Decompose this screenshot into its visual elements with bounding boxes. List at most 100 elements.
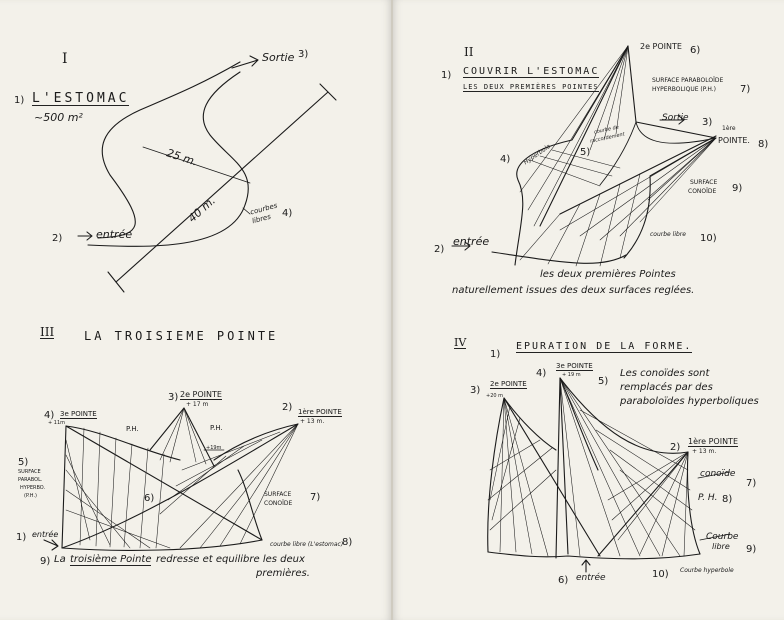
panel2-label-1: 1) (441, 70, 452, 81)
panel3-top-edge (65, 425, 181, 461)
panel1-plan-drawing (77, 55, 337, 293)
panel4-right-edge (686, 451, 701, 555)
panel4-note-line3: paraboloïdes hyperboliques (620, 396, 759, 407)
panel3-ruling-lines (65, 407, 299, 549)
panel4-courbe-line1: Courbe (706, 532, 739, 542)
panel4-entree: entrée (576, 573, 606, 583)
panel2-label-6: 6) (690, 45, 701, 56)
panel3-roman-numeral: III (40, 325, 55, 339)
panel4-title: EPURATION DE LA FORME. (516, 341, 693, 353)
panel4-pointe-1: 1ère POINTE (688, 437, 738, 447)
panel2-label-7: 7) (740, 84, 751, 95)
panel2-label-8: 8) (758, 139, 769, 150)
panel4-ridge-cross-2 (597, 451, 689, 557)
panel3-surface-ph-line2: PARABOL. (18, 477, 43, 483)
panel3-label-4: 4) (44, 410, 55, 421)
panel2-base-curve (491, 251, 627, 264)
panel2-label-5: 5) (580, 147, 591, 158)
panel4-label-4: 4) (536, 368, 547, 379)
panel1-entree: entrée (96, 228, 133, 241)
panel4-note-line2: remplacés par des (620, 382, 713, 393)
panel2-label-3: 3) (702, 117, 713, 128)
panel4-ridge-cross (503, 397, 601, 557)
panel1-label-4: 4) (282, 208, 293, 219)
panel3-label-9: 9) (40, 556, 51, 567)
panel2-ruling-lines (519, 45, 717, 267)
panel2-ph-line2: HYPERBOLIQUE (P.H.) (652, 86, 716, 93)
panel2-roman-numeral: II (464, 45, 474, 59)
panel2-sortie: Sortie (662, 113, 689, 123)
panel3-caption-1b: troisième Pointe (70, 554, 152, 566)
right-page (392, 0, 784, 620)
panel4-pointe-1-height: + 13 m. (692, 448, 717, 455)
panel3-pointe-2: 2e POINTE (180, 390, 222, 400)
panel4-label-1: 1) (490, 349, 501, 360)
panel2-hyperbola-curve (599, 121, 717, 186)
panel2-pointe-1-line2: POINTE. (718, 136, 750, 145)
panel3-conoide-line2: CONOÏDE (264, 500, 293, 507)
panel3-left-edge (61, 425, 67, 549)
panel2-courbe-libre: courbe libre (650, 231, 686, 238)
panel4-label-10: 10) (652, 569, 669, 580)
panel3-pointe-3-height: + 11m (48, 420, 66, 426)
panel3-label-8: 8) (342, 537, 353, 548)
panel3-label-5: 5) (18, 457, 29, 468)
panel3-height-19: +19m (206, 445, 222, 451)
panel2-subtitle: LES DEUX PREMIÈRES POINTES (463, 83, 599, 92)
panel3-title: LA TROISIEME POINTE (84, 329, 279, 343)
panel2-ridge-line-2 (559, 135, 717, 215)
panel3-entree-arrow (43, 539, 59, 551)
panel2-outer-edge (514, 45, 717, 266)
panel3-ph-label-2: P.H. (210, 424, 223, 432)
panel1-label-2: 2) (52, 233, 63, 244)
panel3-conoid-side (237, 469, 263, 541)
panel3-label-1: 1) (16, 532, 27, 543)
panel3-pointe-2-height: + 17 m (186, 401, 209, 408)
panel3-ridge-diag (61, 423, 299, 549)
panel2-ph-line1: SURFACE PARABOLOÏDE (652, 77, 724, 84)
panel3-shell-drawing (43, 407, 299, 551)
panel3-caption-2: premières. (256, 568, 310, 579)
panel1-diagonal-tick-b (319, 83, 337, 101)
panel4-entree-arrow (581, 559, 591, 573)
panel1-diagonal-tick-a (107, 271, 125, 293)
panel4-pointe-3-height: + 19 m (562, 372, 581, 378)
panel2-ridge-line (539, 45, 629, 227)
panel4-ruling-lines (487, 377, 696, 557)
panel2-pointe-1-line1: 1ère (722, 125, 736, 132)
panel3-label-2: 2) (282, 402, 293, 413)
panel4-strike-courbe (699, 533, 731, 541)
panel3-entree: entrée (32, 530, 59, 539)
panel4-courbe-hyperbole: Courbe hyperbole (680, 567, 734, 574)
panel2-title: COUVRIR L'ESTOMAC (463, 66, 600, 78)
panel1-sortie-arrow (231, 55, 259, 69)
panel4-label-7: 7) (746, 478, 757, 489)
panel4-label-8: 8) (722, 494, 733, 505)
panel4-label-6: 6) (558, 575, 569, 586)
panel3-right-arm (213, 423, 299, 461)
panel2-conoide-line2: CONOÏDE (688, 188, 717, 195)
panel1-dim-25 (142, 146, 251, 184)
panel1-entree-arrow (77, 231, 93, 241)
panel3-surface-ph-line1: SURFACE (18, 469, 41, 475)
panel4-center-mast (555, 377, 569, 559)
panel2-caption-1: les deux premières Pointes (540, 269, 676, 280)
panel2-label-4: 4) (500, 154, 511, 165)
panel1-free-curve-pointer (242, 207, 251, 215)
panel2-sortie-arrow (659, 115, 685, 125)
panel4-base (487, 551, 701, 560)
panel1-roman-numeral: I (62, 51, 68, 67)
panel1-label-1: 1) (14, 95, 25, 106)
panel4-courbe-line2: libre (712, 542, 730, 551)
panel4-ph: P. H. (698, 493, 718, 503)
panel3-pointe-1: 1ère POINTE (298, 408, 342, 417)
panel4-label-5: 5) (598, 376, 609, 387)
panel1-free-curve-inner (87, 71, 249, 247)
panel4-conoide: conoïde (700, 469, 736, 479)
panel3-pointe-1-height: + 13 m. (300, 418, 325, 425)
panel3-base-curve (61, 539, 263, 551)
panel2-entree-arrow (451, 241, 471, 251)
panel1-free-curve-outer (97, 61, 241, 239)
